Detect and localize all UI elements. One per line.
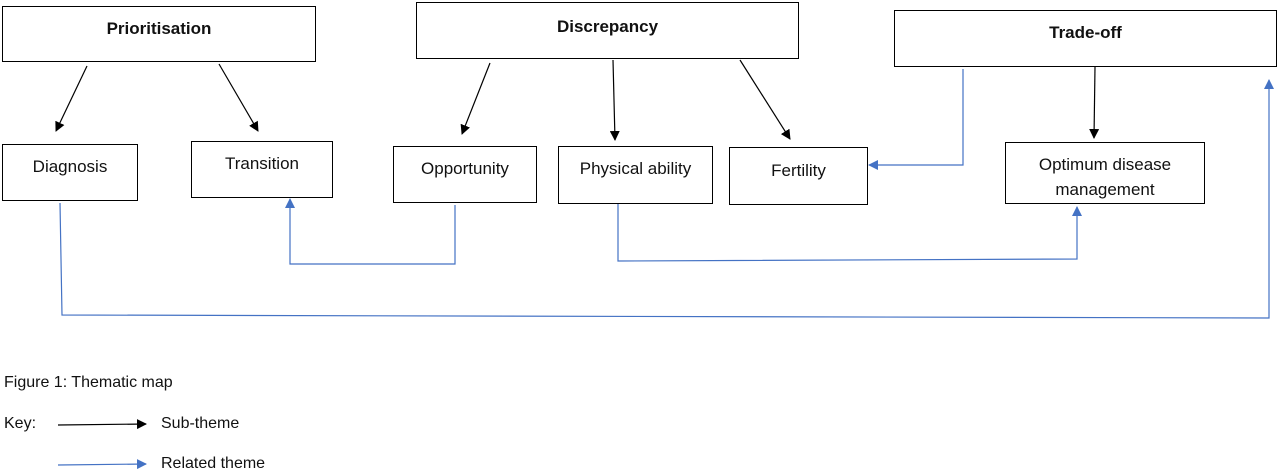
arrow-discrepancy-to-physical-ability (609, 59, 620, 141)
subtheme-physical-ability: Physical ability (558, 146, 713, 204)
arrow-discrepancy-to-opportunity (460, 62, 491, 135)
subtheme-fertility: Fertility (729, 147, 868, 205)
theme-discrepancy: Discrepancy (416, 2, 799, 59)
subtheme-optimum-disease-management-label: Optimum disease management (1038, 155, 1172, 199)
theme-discrepancy-label: Discrepancy (556, 17, 659, 36)
subtheme-transition: Transition (191, 141, 333, 198)
link-tradeoff-to-fertility (868, 69, 964, 170)
subtheme-opportunity: Opportunity (393, 146, 537, 203)
subtheme-optimum-disease-management: Optimum disease management (1005, 142, 1205, 204)
link-physical-ability-to-optimum (617, 204, 1082, 262)
theme-prioritisation: Prioritisation (2, 6, 316, 62)
subtheme-diagnosis: Diagnosis (2, 144, 138, 201)
key-sub-theme-arrow (57, 419, 147, 430)
arrow-prioritisation-to-transition (218, 63, 259, 132)
key-related-theme-arrow (57, 459, 147, 470)
key-label: Key: (4, 415, 37, 432)
theme-prioritisation-label: Prioritisation (106, 19, 212, 38)
theme-tradeoff: Trade-off (894, 10, 1277, 67)
subtheme-physical-ability-label: Physical ability (579, 159, 692, 178)
link-opportunity-to-transition (285, 198, 456, 265)
arrow-tradeoff-to-optimum (1089, 66, 1100, 139)
subtheme-transition-label: Transition (224, 154, 299, 173)
subtheme-fertility-label: Fertility (771, 161, 826, 180)
key-sub-theme-label: Sub-theme (161, 415, 240, 432)
figure-caption: Figure 1: Thematic map (4, 374, 173, 391)
arrow-prioritisation-to-diagnosis (55, 65, 88, 132)
link-diagnosis-to-tradeoff (59, 79, 1274, 319)
theme-tradeoff-label: Trade-off (1049, 23, 1122, 42)
key-related-theme-label: Related theme (161, 455, 266, 472)
subtheme-diagnosis-label: Diagnosis (32, 157, 108, 176)
arrow-discrepancy-to-fertility (739, 59, 791, 140)
subtheme-opportunity-label: Opportunity (421, 159, 509, 178)
